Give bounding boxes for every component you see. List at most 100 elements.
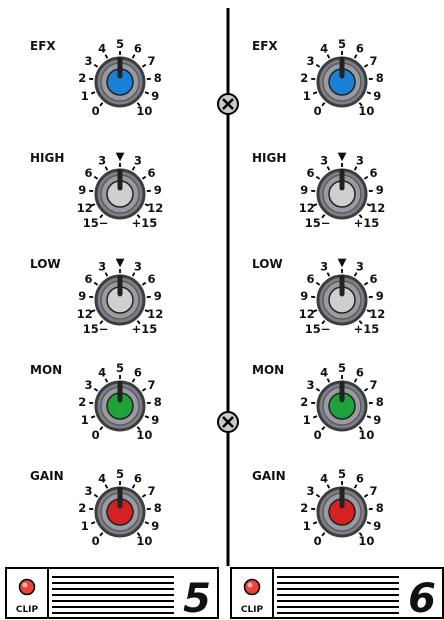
scale-label: 0: [314, 534, 322, 548]
scale-label: 3: [306, 484, 314, 498]
scale-label: 3: [134, 259, 142, 273]
scale-tick: [321, 320, 326, 325]
scale-label: 6: [147, 166, 155, 180]
scale-label: 2: [78, 501, 86, 515]
scale-tick: [353, 484, 358, 489]
scale-label: 2: [78, 395, 86, 409]
scale-tick: [366, 415, 372, 419]
scale-label: 6: [369, 166, 377, 180]
scale-tick: [93, 175, 99, 180]
scale-label: 5: [116, 467, 124, 481]
scale-tick: [136, 426, 141, 431]
scale-tick: [366, 521, 372, 525]
scale-label: 9: [300, 183, 308, 197]
scale-label: ▼: [338, 149, 347, 163]
scale-label: 9: [373, 413, 381, 427]
scale-tick: [99, 320, 104, 325]
scale-tick: [93, 387, 99, 392]
scale-tick: [93, 63, 99, 68]
scale-label: ▼: [116, 149, 125, 163]
scale-label: 6: [306, 166, 314, 180]
scale-label: 12: [369, 201, 385, 215]
scale-label: 9: [376, 183, 384, 197]
scale-label: 3: [320, 153, 328, 167]
knob-label: EFX: [30, 39, 56, 53]
scale-label: 3: [84, 378, 92, 392]
scale-tick: [363, 387, 369, 392]
scale-tick: [358, 214, 363, 219]
scale-tick: [358, 426, 363, 431]
scale-tick: [90, 203, 96, 207]
scale-label: 1: [81, 413, 89, 427]
scale-label: 9: [300, 289, 308, 303]
scale-label: +15: [132, 216, 158, 230]
scale-tick: [141, 175, 147, 180]
scale-label: 9: [78, 183, 86, 197]
scale-tick: [358, 320, 363, 325]
scale-label: 10: [358, 428, 374, 442]
scale-label: 2: [300, 395, 308, 409]
scale-label: 2: [300, 71, 308, 85]
scale-label: 3: [356, 259, 364, 273]
scale-label: 5: [116, 361, 124, 375]
scale-label: 9: [151, 89, 159, 103]
clip-label: CLIP: [241, 605, 264, 615]
scale-tick: [136, 532, 141, 537]
scale-tick: [136, 102, 141, 107]
scale-tick: [312, 415, 318, 419]
scale-label: 12: [147, 201, 163, 215]
scale-label: 1: [303, 519, 311, 533]
scale-label: 6: [134, 471, 142, 485]
knob-label: GAIN: [252, 469, 286, 483]
scale-label: 12: [299, 201, 315, 215]
scale-tick: [90, 309, 96, 313]
scale-tick: [315, 175, 321, 180]
scale-label: 12: [147, 307, 163, 321]
scale-label: 0: [92, 428, 100, 442]
screw-top-icon: [217, 93, 239, 115]
scale-tick: [326, 272, 331, 277]
scale-tick: [141, 493, 147, 498]
scale-tick: [366, 91, 372, 95]
scale-tick: [321, 214, 326, 219]
scale-tick: [141, 387, 147, 392]
stripes: [277, 576, 399, 614]
knob-label: HIGH: [252, 151, 286, 165]
scale-label: 15−: [305, 216, 331, 230]
scale-label: 7: [369, 484, 377, 498]
scale-label: 7: [369, 54, 377, 68]
knob-label: GAIN: [30, 469, 64, 483]
scale-tick: [321, 102, 326, 107]
scale-label: 7: [147, 54, 155, 68]
scale-label: 8: [154, 71, 162, 85]
scale-label: 4: [320, 41, 328, 55]
scale-tick: [93, 493, 99, 498]
scale-label: 5: [116, 37, 124, 51]
scale-tick: [312, 309, 318, 313]
channel-number: 6: [408, 576, 436, 620]
scale-label: 6: [306, 272, 314, 286]
scale-tick: [353, 378, 358, 383]
scale-label: 15−: [305, 322, 331, 336]
channel-number: 5: [183, 576, 211, 620]
scale-label: 8: [154, 395, 162, 409]
scale-label: 1: [81, 519, 89, 533]
scale-label: 3: [356, 153, 364, 167]
scale-label: 4: [320, 365, 328, 379]
scale-tick: [93, 281, 99, 286]
scale-label: 2: [78, 71, 86, 85]
scale-label: 10: [136, 428, 152, 442]
scale-tick: [315, 281, 321, 286]
